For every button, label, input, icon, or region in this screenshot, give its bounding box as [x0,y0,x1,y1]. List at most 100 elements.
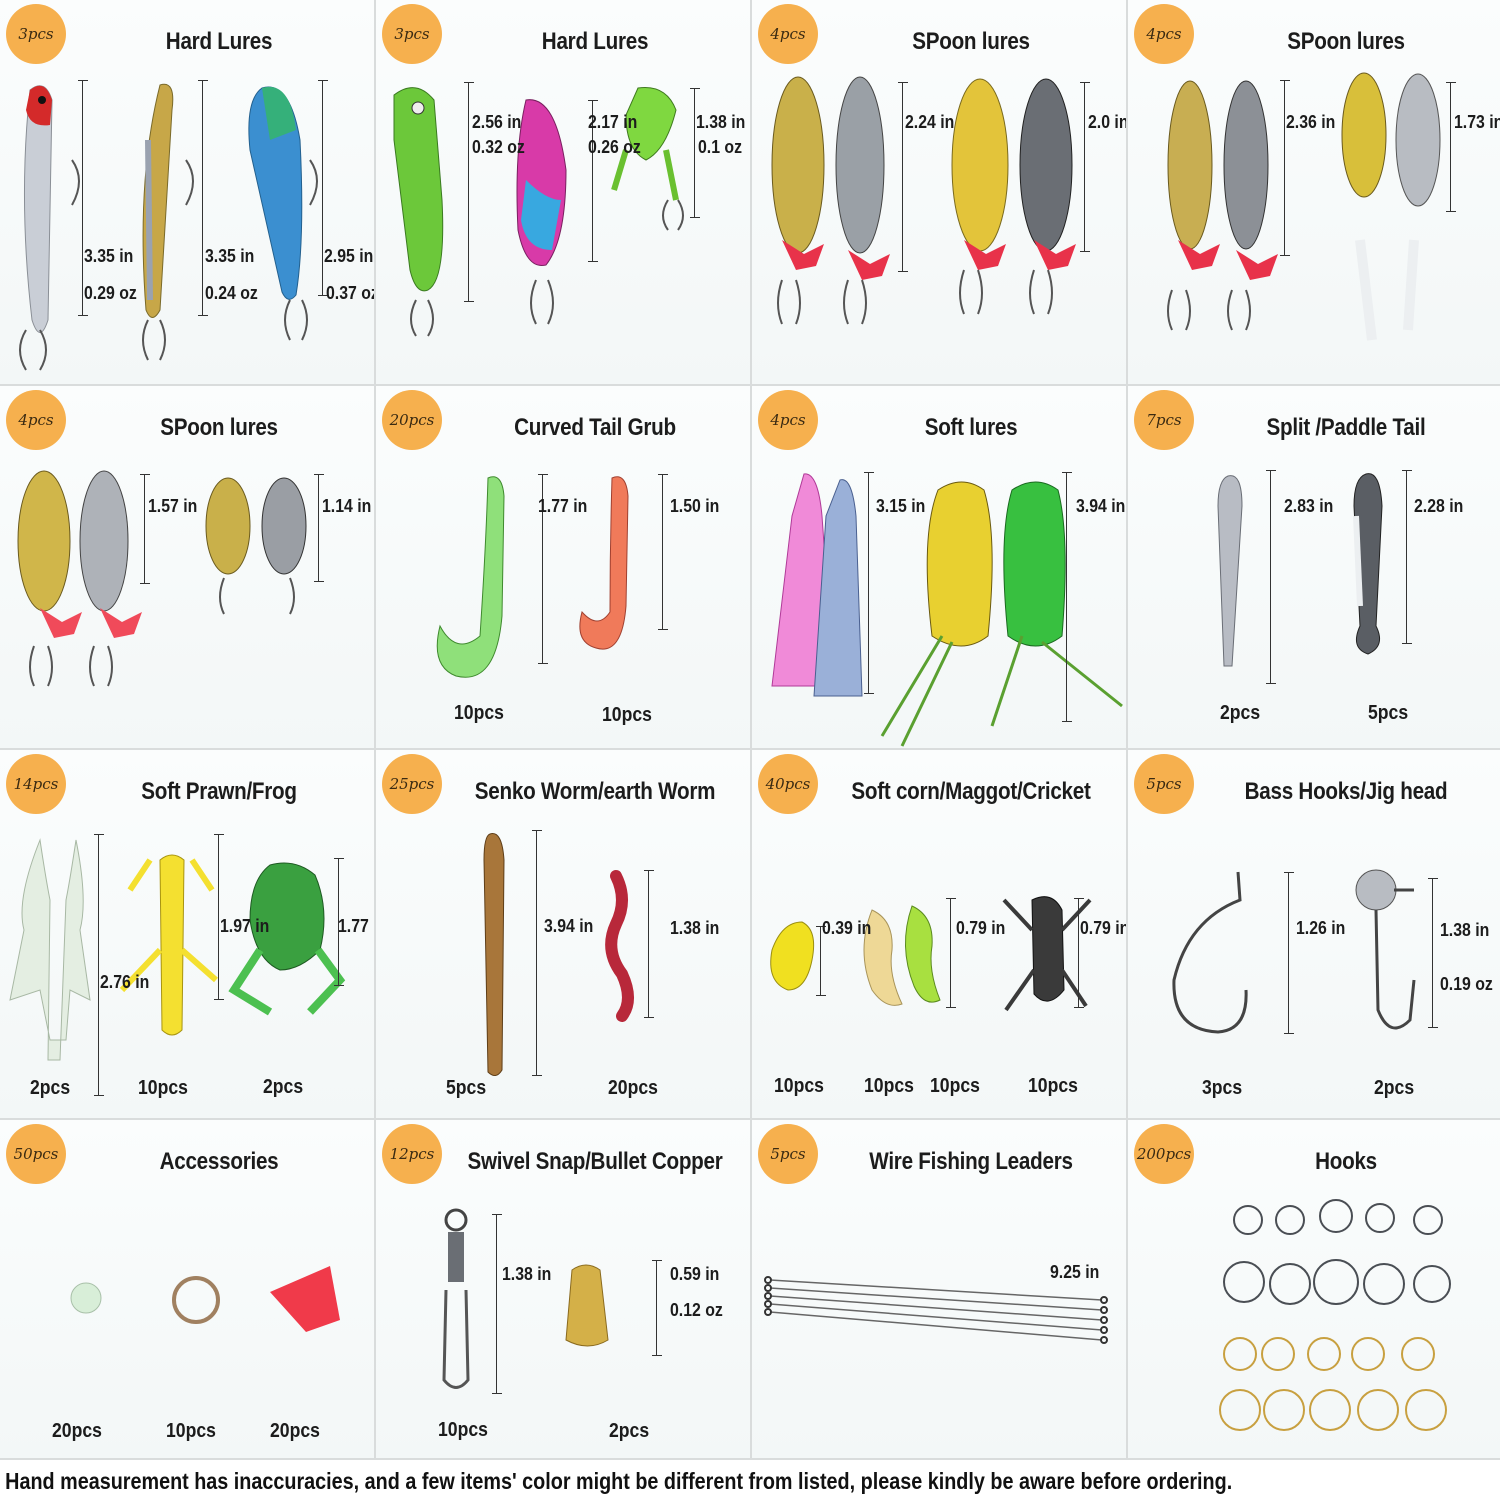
length-label: 1.50 in [670,496,720,516]
panel-title: Wire Fishing Leaders [869,1148,1073,1175]
size-ruler [492,1214,502,1394]
quantity-badge: 14pcs [6,754,66,814]
piece-count: 10pcs [1028,1075,1078,1097]
length-label: 1.77 in [338,916,374,936]
panel-accessories: 50pcs Accessories 20pcs 10pcs 20pcs [0,1120,376,1460]
spoon-lures-illustration [1167,72,1441,341]
accessories-illustration [70,1266,340,1332]
size-ruler [464,82,474,302]
length-label: 2.83 in [1284,496,1334,516]
length-label: 2.76 in [100,972,150,992]
size-ruler [214,834,224,1000]
panel-title: SPoon lures [160,414,278,441]
size-ruler [1428,878,1438,1028]
piece-count: 10pcs [774,1075,824,1097]
piece-count: 10pcs [602,704,652,726]
length-label: 1.77 in [538,496,588,516]
quantity-badge: 25pcs [382,754,442,814]
panel-wire-fishing-leaders: 5pcs Wire Fishing Leaders 9.25 in [752,1120,1128,1460]
panel-title: Hard Lures [165,28,273,55]
quantity-badge: 4pcs [758,390,818,450]
length-label: 2.36 in [1286,112,1336,132]
size-ruler [644,870,654,1018]
weight-label: 0.26 oz [588,137,641,157]
size-ruler [314,474,324,582]
quantity-badge: 7pcs [1134,390,1194,450]
panel-spoon-lures-1: 4pcs SPoon lures 2.24 in 2.0 in [752,0,1128,386]
quantity-badge: 200pcs [1134,1124,1194,1184]
panel-soft-prawn-frog: 14pcs Soft Prawn/Frog 2.76 in 1.97 in 1.… [0,750,376,1120]
length-label: 1.26 in [1296,918,1346,938]
piece-count: 2pcs [263,1076,304,1098]
size-ruler [1062,472,1072,722]
length-label: 3.35 in [84,246,134,266]
panel-hard-lures-1: 3pcs Hard Lures 3.35 in 0.29 oz 3.35 in … [0,0,376,386]
size-ruler [532,830,542,1076]
swivel-bullet-illustration [442,1208,609,1389]
length-label: 3.94 in [1076,496,1126,516]
piece-count: 20pcs [270,1420,320,1442]
quantity-badge: 4pcs [1134,4,1194,64]
hard-lures-illustration [19,83,318,371]
size-ruler [1402,470,1412,644]
length-label: 1.38 in [696,112,746,132]
panel-title: Soft Prawn/Frog [141,778,297,805]
length-label: 2.28 in [1414,496,1464,516]
size-ruler [1266,470,1276,684]
piece-count: 2pcs [1374,1077,1415,1099]
panel-spoon-lures-2: 4pcs SPoon lures 2.36 in 1.73 in [1128,0,1500,386]
panel-title: SPoon lures [912,28,1030,55]
length-label: 1.38 in [670,918,720,938]
length-label: 3.94 in [544,916,594,936]
size-ruler [1080,82,1090,252]
panel-title: Soft lures [924,414,1018,441]
weight-label: 0.12 oz [670,1300,723,1320]
panel-hooks: 200pcs Hooks [1128,1120,1500,1460]
piece-count: 20pcs [608,1077,658,1099]
size-ruler [1074,898,1084,1008]
piece-count: 2pcs [30,1077,71,1099]
quantity-badge: 12pcs [382,1124,442,1184]
corn-maggot-cricket-illustration [770,896,1092,1012]
piece-count: 10pcs [138,1077,188,1099]
weight-label: 0.32 oz [472,137,525,157]
quantity-badge: 4pcs [758,4,818,64]
quantity-badge: 3pcs [382,4,442,64]
length-label: 1.57 in [148,496,198,516]
piece-count: 2pcs [609,1420,650,1442]
panel-soft-corn-maggot-cricket: 40pcs Soft corn/Maggot/Cricket 0.39 in 0… [752,750,1128,1120]
quantity-badge: 20pcs [382,390,442,450]
length-label: 0.79 in [1080,918,1128,938]
quantity-badge: 40pcs [758,754,818,814]
size-ruler [652,1260,662,1356]
length-label: 3.35 in [205,246,255,266]
size-ruler [318,80,328,296]
prawn-frog-illustration [9,838,346,1061]
size-ruler [140,474,150,584]
length-label: 2.0 in [1088,112,1128,132]
paddle-tail-illustration [1217,473,1383,667]
size-ruler [946,898,956,1008]
panel-spoon-lures-3: 4pcs SPoon lures 1.57 in 1.14 in [0,386,376,750]
panel-bass-hooks-jig-head: 5pcs Bass Hooks/Jig head 1.26 in 1.38 in… [1128,750,1500,1120]
size-ruler [1280,80,1290,256]
size-ruler [198,80,208,316]
product-grid: 3pcs Hard Lures 3.35 in 0.29 oz 3.35 in … [0,0,1500,1460]
length-label: 1.38 in [502,1264,552,1284]
panel-title: SPoon lures [1287,28,1405,55]
weight-label: 0.37 oz [326,283,376,303]
piece-count: 2pcs [1220,702,1261,724]
piece-count: 10pcs [864,1075,914,1097]
length-label: 2.56 in [472,112,522,132]
weight-label: 0.24 oz [205,283,258,303]
length-label: 2.24 in [905,112,955,132]
size-ruler [94,834,104,1096]
size-ruler [588,100,598,262]
hooks-jig-illustration [1172,869,1416,1034]
disclaimer-text: Hand measurement has inaccuracies, and a… [5,1468,1233,1494]
soft-lures-illustration [771,473,1123,747]
length-label: 0.39 in [822,918,872,938]
length-label: 0.79 in [956,918,1006,938]
weight-label: 0.1 oz [698,137,743,157]
size-ruler [898,82,908,272]
